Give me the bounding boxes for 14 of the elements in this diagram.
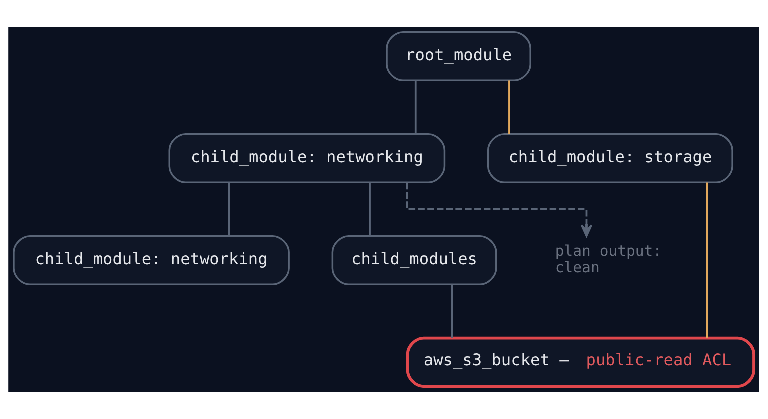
node-box: child_module: networking <box>13 235 290 286</box>
node-box: child_modules <box>332 235 498 286</box>
node-box: child_module: networking <box>168 133 446 184</box>
connector <box>508 80 510 134</box>
connector <box>369 182 371 236</box>
node-text: plan output: clean <box>555 243 662 276</box>
connector <box>451 284 454 338</box>
connector <box>706 182 708 338</box>
connector <box>414 80 417 134</box>
node-box: child_module: storage <box>487 133 734 184</box>
connector <box>228 182 230 236</box>
arrow <box>406 182 592 238</box>
node-box: aws_s3_bucket — public-read ACL <box>406 336 756 388</box>
node-box: root_module <box>386 32 532 82</box>
